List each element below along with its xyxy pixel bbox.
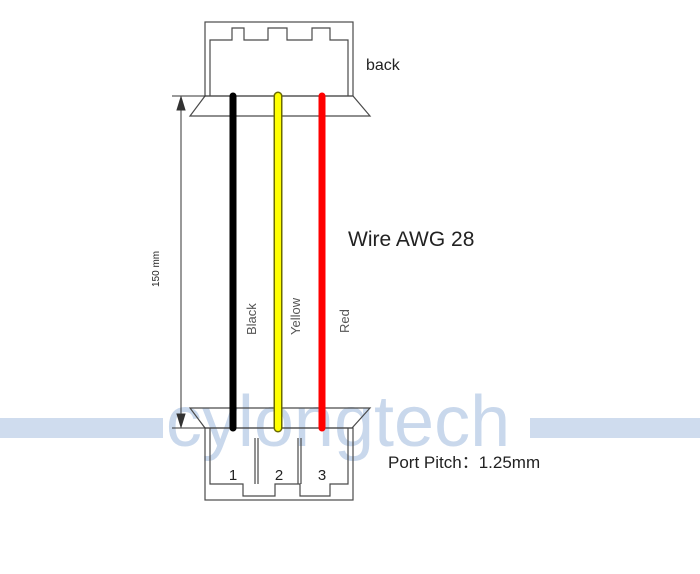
pin-number-1: 1 [229, 467, 237, 484]
bottom-connector-inner [209, 428, 349, 497]
watermark: cylongtech [0, 382, 700, 462]
wire-label-yellow: Yellow [288, 297, 303, 335]
top-connector-flange [188, 95, 372, 117]
length-label: 150 mm [151, 251, 162, 287]
pin-number-2: 2 [275, 467, 283, 484]
wire-label-red: Red [337, 309, 352, 333]
wire-spec-label: Wire AWG 28 [348, 228, 474, 251]
top-connector-body [204, 21, 354, 97]
dimension-arrow-bottom [176, 413, 186, 429]
top-connector-inner [209, 27, 349, 96]
watermark-bar-left [0, 418, 163, 438]
length-dimension [172, 95, 206, 429]
pin-number-3: 3 [318, 467, 326, 484]
wire-label-black: Black [244, 303, 259, 335]
watermark-text: cylongtech [166, 382, 510, 462]
back-label: back [366, 57, 401, 74]
watermark-bar-right [530, 418, 700, 438]
dimension-arrow-top [176, 95, 186, 111]
wires [229, 91, 326, 433]
port-pitch-label: Port Pitch：1.25mm [388, 453, 540, 472]
